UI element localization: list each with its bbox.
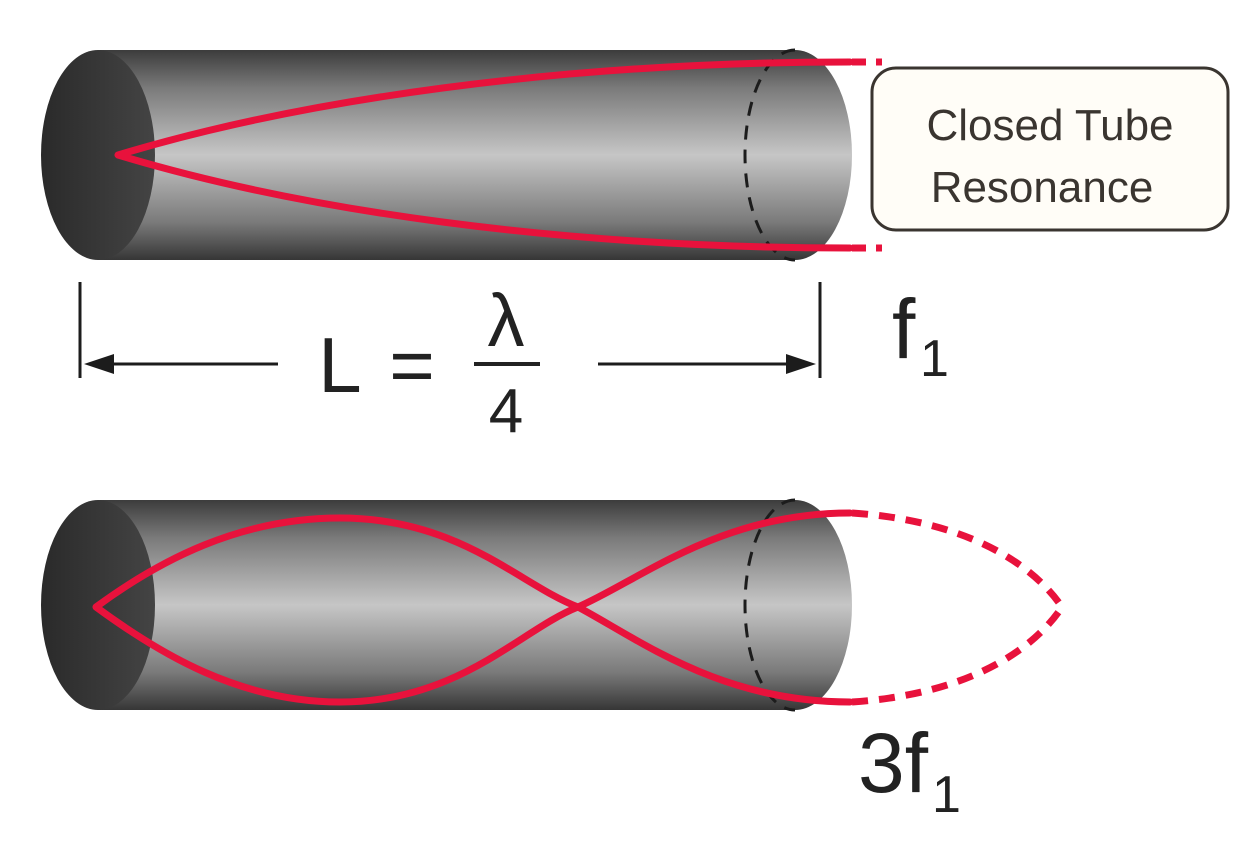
equation-denominator: 4 bbox=[489, 377, 523, 446]
bottom-harmonic-base: 3f bbox=[858, 716, 929, 810]
top-tube-body bbox=[98, 50, 852, 260]
title-box-frame bbox=[870, 66, 1230, 232]
equation-equals: = bbox=[389, 321, 435, 409]
title-line-2: Resonance bbox=[931, 163, 1154, 212]
equation-lhs: L bbox=[318, 321, 361, 409]
bottom-harmonic-subscript: 1 bbox=[932, 766, 961, 824]
top-tube-closed-end-cap bbox=[41, 50, 155, 260]
title-box: Closed Tube Resonance bbox=[870, 66, 1230, 232]
bottom-wave-dashed-extension bbox=[851, 509, 1065, 706]
bottom-harmonic-label: 3f 1 bbox=[858, 716, 961, 824]
top-fundamental-wave bbox=[114, 58, 854, 252]
top-harmonic-label: f 1 bbox=[892, 282, 949, 388]
length-dimension: L = λ 4 bbox=[78, 279, 822, 446]
dimension-left-arrowhead bbox=[84, 354, 114, 374]
bottom-tube-open-end-dashed-edge bbox=[743, 498, 796, 712]
top-tube bbox=[41, 48, 882, 262]
top-harmonic-base: f bbox=[892, 282, 916, 376]
top-harmonic-subscript: 1 bbox=[920, 330, 949, 388]
title-line-1: Closed Tube bbox=[926, 101, 1173, 150]
top-wave-dashed-extension bbox=[852, 58, 882, 252]
dimension-right-arrowhead bbox=[786, 354, 816, 374]
bottom-third-harmonic-wave bbox=[92, 509, 854, 706]
bottom-tube bbox=[41, 498, 1065, 712]
equation-numerator: λ bbox=[488, 279, 525, 362]
